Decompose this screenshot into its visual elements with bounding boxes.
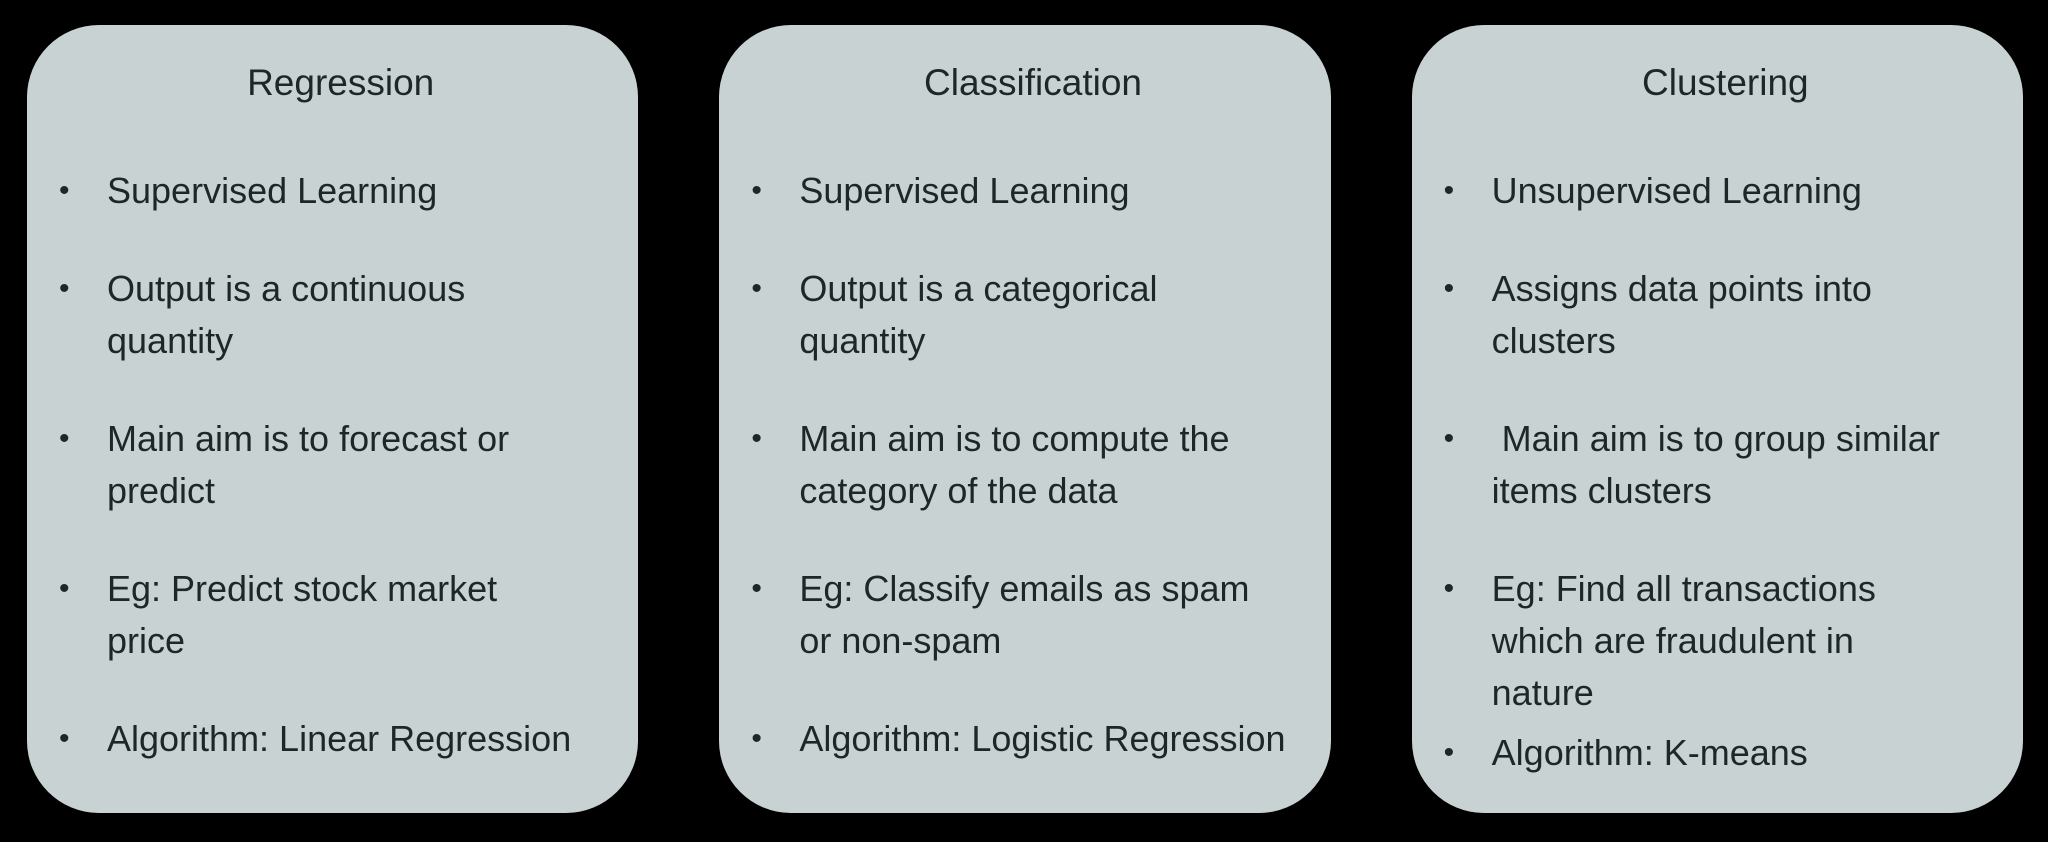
bullet-icon: • bbox=[751, 272, 762, 305]
bullet-text: Eg: Find all transactions which are frau… bbox=[1491, 568, 1886, 713]
bullet-icon: • bbox=[59, 572, 70, 605]
bullet-list: • Supervised Learning • Output is a cont… bbox=[57, 165, 624, 765]
bullet-text: Main aim is to compute the category of t… bbox=[799, 418, 1240, 511]
bullet-text: Assigns data points into clusters bbox=[1491, 268, 1882, 361]
list-item: • Eg: Find all transactions which are fr… bbox=[1442, 563, 2009, 719]
bullet-icon: • bbox=[1443, 572, 1455, 605]
card-regression: Regression • Supervised Learning • Outpu… bbox=[27, 25, 639, 813]
list-item: • Algorithm: K-means bbox=[1442, 727, 2009, 779]
bullet-text: Main aim is to forecast or predict bbox=[107, 418, 520, 511]
bullet-text: Output is a categorical quantity bbox=[799, 268, 1168, 361]
card-clustering: Clustering • Unsupervised Learning • Ass… bbox=[1411, 25, 2023, 813]
bullet-text: Output is a continuous quantity bbox=[107, 268, 476, 361]
bullet-icon: • bbox=[1443, 736, 1455, 769]
bullet-icon: • bbox=[1443, 422, 1455, 455]
card-title: Regression bbox=[247, 62, 435, 103]
list-item: • Unsupervised Learning bbox=[1442, 165, 2009, 217]
bullet-text: Main aim is to group similar items clust… bbox=[1491, 418, 1950, 511]
list-item: • Main aim is to compute the category of… bbox=[749, 413, 1316, 517]
bullet-icon: • bbox=[1443, 174, 1455, 207]
bullet-icon: • bbox=[751, 572, 762, 605]
list-item: • Output is a continuous quantity bbox=[57, 263, 624, 367]
list-item: • Output is a categorical quantity bbox=[749, 263, 1316, 367]
list-item: • Supervised Learning bbox=[749, 165, 1316, 217]
bullet-icon: • bbox=[59, 422, 70, 455]
card-title: Classification bbox=[924, 62, 1142, 103]
bullet-icon: • bbox=[751, 722, 762, 755]
bullet-text: Eg: Predict stock market price bbox=[107, 568, 508, 661]
list-item: • Eg: Predict stock market price bbox=[57, 563, 624, 667]
list-item: • Main aim is to group similar items clu… bbox=[1442, 413, 2009, 517]
card-classification: Classification • Supervised Learning • O… bbox=[719, 25, 1331, 813]
bullet-text: Algorithm: K-means bbox=[1491, 732, 1808, 773]
bullet-icon: • bbox=[751, 174, 762, 207]
list-item: • Eg: Classify emails as spam or non-spa… bbox=[749, 563, 1316, 667]
list-item: • Main aim is to forecast or predict bbox=[57, 413, 624, 517]
bullet-text: Algorithm: Linear Regression bbox=[107, 718, 572, 759]
bullet-text: Supervised Learning bbox=[799, 170, 1130, 211]
bullet-list: • Unsupervised Learning • Assigns data p… bbox=[1442, 165, 2009, 779]
list-item: • Algorithm: Linear Regression bbox=[57, 713, 624, 765]
bullet-icon: • bbox=[59, 174, 70, 207]
bullet-icon: • bbox=[1443, 272, 1455, 305]
card-title: Clustering bbox=[1642, 62, 1809, 103]
bullet-text: Supervised Learning bbox=[107, 170, 438, 211]
bullet-text: Eg: Classify emails as spam or non-spam bbox=[799, 568, 1260, 661]
list-item: • Algorithm: Logistic Regression bbox=[749, 713, 1316, 765]
list-item: • Supervised Learning bbox=[57, 165, 624, 217]
list-item: • Assigns data points into clusters bbox=[1442, 263, 2009, 367]
bullet-list: • Supervised Learning • Output is a cate… bbox=[749, 165, 1316, 765]
bullet-icon: • bbox=[751, 422, 762, 455]
bullet-icon: • bbox=[59, 722, 70, 755]
bullet-icon: • bbox=[59, 272, 70, 305]
bullet-text: Algorithm: Logistic Regression bbox=[799, 718, 1286, 759]
bullet-text: Unsupervised Learning bbox=[1491, 170, 1862, 211]
